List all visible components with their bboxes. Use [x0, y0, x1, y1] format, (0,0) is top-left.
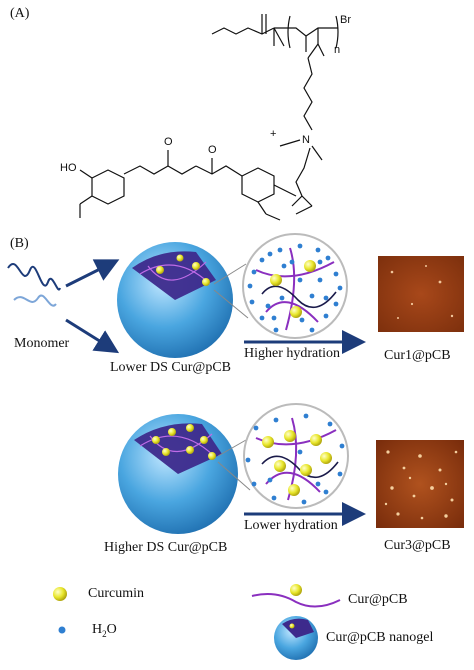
nanogel-top [117, 242, 233, 358]
ethyl-ester-bonds [211, 27, 275, 35]
methoxy-bond-left [79, 195, 93, 205]
lower-ds-label: Lower DS Cur@pCB [110, 360, 232, 375]
panel-label-b: (B) [10, 236, 29, 251]
curcumin-dot [290, 306, 302, 318]
hydroxyl-bond [79, 169, 93, 179]
zoom-content-bottom [245, 413, 345, 505]
polymer-chain [285, 247, 296, 331]
higher-hydration-label: Higher hydration [244, 346, 341, 361]
bromine-label: Br [340, 14, 351, 26]
propyl-linker [303, 57, 313, 131]
methoxy-bond-right [257, 201, 267, 215]
methyl-bond-2 [273, 27, 285, 47]
curcumin-dot [310, 434, 322, 446]
curcumin-dot [289, 623, 295, 629]
cur1-label: Cur1@pCB [384, 348, 451, 363]
curcumin-dot [152, 436, 160, 444]
legend-water-icon [58, 626, 66, 634]
afm-speckles-cur3 [384, 450, 458, 520]
cur3-label: Cur3@pCB [384, 538, 451, 553]
zoom-line-bottom-2 [217, 461, 251, 491]
monomer-label: Monomer [14, 336, 70, 351]
ester-o-bond [295, 205, 313, 215]
water-dots-bottom [245, 413, 345, 505]
zoom-line-top-2 [213, 289, 249, 319]
repeat-bracket-right [335, 15, 339, 49]
curcumin-dot [300, 464, 312, 476]
legend-curcumin-icon [53, 587, 67, 601]
methoxy-methyl-right [265, 213, 281, 221]
methylene-bridge [167, 165, 197, 175]
curcumin-dot [186, 446, 194, 454]
arrow-to-higher-ds [65, 318, 120, 354]
curcumin-dot [200, 436, 208, 444]
water-dots-top [247, 243, 343, 333]
legend-curcumin-label: Curcumin [88, 586, 144, 601]
curcumin-dot [320, 452, 332, 464]
curcumin-dot [262, 436, 274, 448]
afm-image-cur3 [376, 440, 464, 528]
legend-cur-pcb-label: Cur@pCB [348, 592, 408, 607]
afm-image-cur1 [378, 256, 464, 332]
curcumin-dot [288, 484, 300, 496]
legend-polymer-chain [251, 593, 341, 608]
monomer-strand [7, 263, 61, 291]
zoom-bubble-top [242, 233, 348, 339]
curcumin-dot [192, 262, 200, 270]
right-aryl-ring [241, 167, 275, 203]
n-methyl-bond-2 [311, 145, 323, 161]
curcumin-dot [202, 278, 210, 286]
legend-nanogel-core [282, 618, 314, 638]
polymer-chain [255, 261, 335, 278]
polymer-mesh-top [139, 264, 211, 285]
curcumin-dot [304, 260, 316, 272]
nanogel-bottom [118, 414, 238, 534]
hydroxyl-label: HO [60, 162, 77, 174]
repeat-n-label: n [334, 44, 341, 56]
carboxybetaine-chain [295, 147, 311, 197]
monomer-strand-2 [13, 294, 57, 307]
curcumin-dot [208, 452, 216, 460]
afm-speckles-cur1 [390, 265, 454, 319]
higher-ds-label: Higher DS Cur@pCB [104, 540, 228, 555]
chemical-structure [79, 14, 339, 221]
legend-water-label: H2O [92, 622, 117, 639]
oxygen-label-2: O [164, 136, 173, 148]
lower-hydration-label: Lower hydration [244, 518, 338, 533]
right-enone [195, 165, 243, 177]
charge-plus-label: + [270, 128, 277, 140]
legend-polymer-curcumin [290, 584, 302, 596]
polymer-chain [265, 301, 319, 323]
n-methyl-bond [279, 139, 301, 147]
arrow-to-lower-ds [65, 259, 120, 288]
oxygen-label-1: O [208, 144, 217, 156]
curcumin-dot [284, 430, 296, 442]
curcumin-dot [176, 254, 184, 262]
aryl-ester-bond [273, 184, 297, 197]
curcumin-dot [274, 460, 286, 472]
legend-nanogel-label: Cur@pCB nanogel [326, 630, 434, 645]
repeat-bracket-left [287, 15, 291, 49]
curcumin-dot [162, 448, 170, 456]
left-enone [123, 165, 169, 175]
zoom-line-bottom [217, 439, 247, 457]
ester-carbonyl [291, 195, 303, 207]
polymer-chain [261, 285, 337, 309]
left-aryl-ring [91, 169, 125, 205]
backbone-bonds [274, 27, 338, 37]
curcumin-dot [186, 424, 194, 432]
nitrogen-label: N [302, 134, 310, 146]
curcumin-dot [168, 428, 176, 436]
side-ester-o [307, 43, 319, 59]
zoom-content-top [247, 243, 343, 333]
curcumin-dot [270, 274, 282, 286]
zoom-line-top [213, 263, 247, 285]
side-carbonyl [317, 43, 325, 57]
polymer-mesh-bottom [139, 435, 215, 457]
panel-label-a: (A) [10, 6, 30, 21]
ester-bond [301, 195, 313, 207]
curcumin-dot [156, 266, 164, 274]
